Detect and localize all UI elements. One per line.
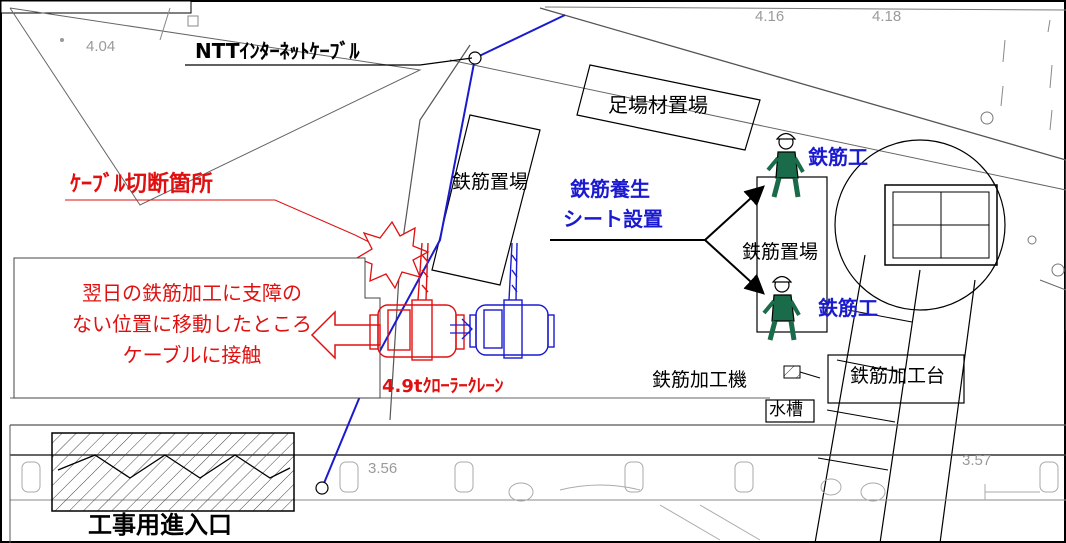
cable-cut-burst [355,220,430,290]
elevation-3-57: 3.57 [962,452,992,469]
rebar-machine-label: 鉄筋加工機 [652,369,748,391]
entrance-label: 工事用進入口 [88,511,232,539]
incident-note-box [13,257,381,399]
elevation-3-56: 3.56 [368,460,398,477]
arrow-to-worker-1 [704,185,765,241]
rebar-storage-label-2: 鉄筋置場 [742,241,819,263]
ntt-cable-label: NTTｲﾝﾀｰﾈｯﾄｹｰﾌﾞﾙ [195,39,360,63]
rebar-table-label: 鉄筋加工台 [850,365,946,387]
survey-triangle [9,7,422,206]
rebar-table-box [827,354,965,404]
water-tank-label: 水槽 [769,400,803,420]
rebar-machine-symbol [783,365,801,379]
rebar-worker-label-1: 鉄筋工 [808,145,868,169]
ntt-cable-line [321,14,566,489]
rebar-sheet-label-2: シート設置 [563,207,663,231]
building-left-edge [389,44,471,421]
rebar-worker-label-2: 鉄筋工 [818,296,878,320]
rebar-storage-label-1: 鉄筋置場 [452,171,529,193]
elevation-4-16: 4.16 [755,8,785,25]
crane-move-arrow [450,318,473,340]
road-furniture [21,461,1059,541]
rebar-worker-1-icon [766,132,805,198]
crane-red-icon [369,242,465,361]
tank-circle [834,139,1006,311]
crane-label: 4.9tｸﾛｰﾗｰｸﾚｰﾝ [382,376,504,397]
note-line-2: ない位置に移動したところ [72,312,312,336]
water-tank-box [765,399,815,423]
elevation-4-04: 4.04 [86,38,116,55]
rebar-worker-2-icon [762,275,801,341]
move-direction-arrow [310,310,381,360]
crane-blue-icon [469,242,555,359]
scaffold-storage-label: 足場材置場 [608,93,708,117]
arrow-to-worker-2 [704,239,765,295]
building-top-edge [539,7,1066,161]
note-line-3: ケーブルに接触 [122,343,262,367]
title-tab [0,0,192,14]
entrance-hatched-area [51,432,295,512]
tank-square [884,184,998,266]
note-line-1: 翌日の鉄筋加工に支障の [82,281,302,305]
rebar-sheet-label-1: 鉄筋養生 [570,177,650,201]
scaffold-storage-area [576,64,761,151]
cable-cut-label: ｹｰﾌﾞﾙ切断箇所 [70,172,214,197]
elevation-4-18: 4.18 [872,8,902,25]
